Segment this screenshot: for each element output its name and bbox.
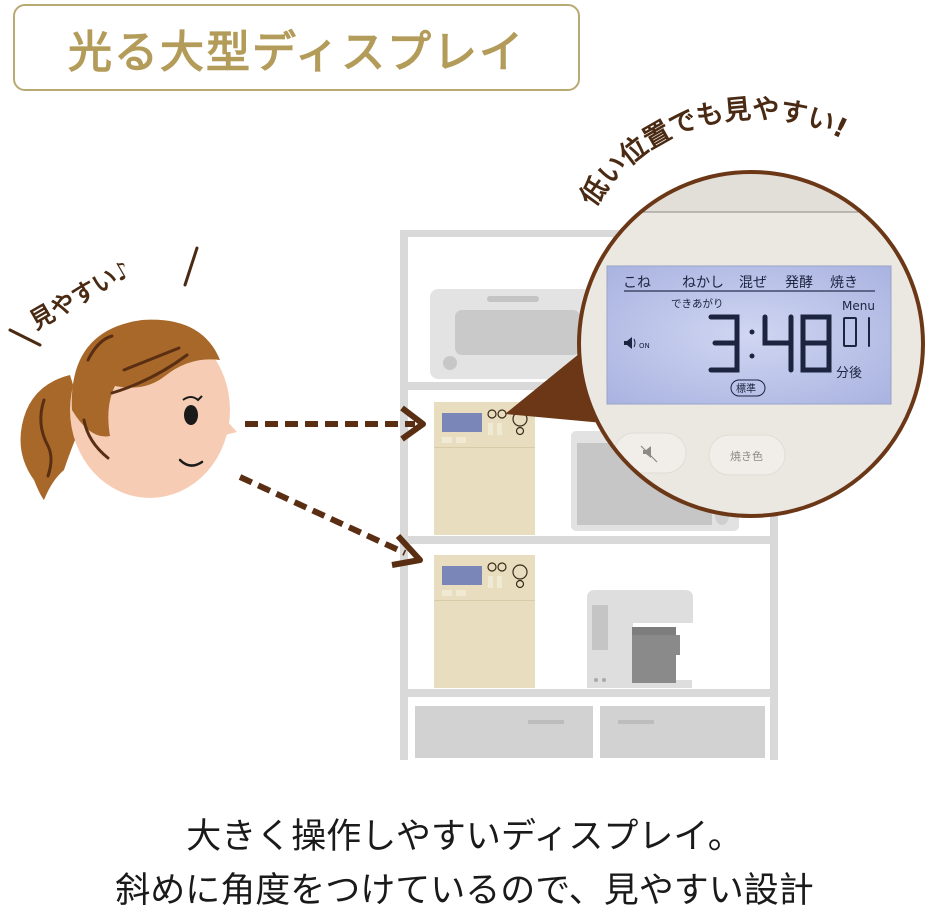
lcd-mode-badge: 標準 [736, 382, 756, 395]
lcd-finish-label: できあがり [671, 297, 724, 310]
bread-maker-lower [434, 555, 535, 688]
coffee-maker [587, 590, 693, 688]
bread-maker-upper [434, 402, 535, 535]
person-illustration [20, 319, 237, 500]
lcd-step-mix: 混ぜ [739, 275, 767, 291]
illustration: こね ねかし 混ぜ 発酵 焼き できあがり Menu 分後 標準 ON 焼き色 … [8, 94, 925, 760]
lcd-menu-label: Menu [842, 299, 875, 313]
feature-title: 光る大型ディスプレイ [68, 26, 525, 78]
caption-line-2: 斜めに角度をつけているので、見やすい設計 [115, 871, 814, 911]
lcd-sound-status: ON [639, 342, 650, 350]
lcd-step-ferment: 発酵 [785, 275, 813, 291]
lcd-step-bake: 焼き [830, 275, 858, 291]
time-digits [708, 314, 832, 373]
lcd-step-rest: ねかし [682, 275, 724, 291]
lcd-after-label: 分後 [836, 366, 862, 381]
svg-text:見やすい♪: 見やすい♪ [25, 255, 135, 335]
sight-arrows [238, 405, 426, 568]
mute-icon [640, 445, 658, 463]
toaster-oven [430, 289, 595, 379]
crust-color-button-label: 焼き色 [730, 449, 763, 463]
menu-digits [843, 317, 870, 347]
lcd-step-knead: こね [623, 275, 651, 291]
feature-title-box: 光る大型ディスプレイ [13, 4, 580, 91]
speaker-on-icon [624, 337, 636, 349]
caption-line-1: 大きく操作しやすいディスプレイ。 [186, 817, 743, 857]
